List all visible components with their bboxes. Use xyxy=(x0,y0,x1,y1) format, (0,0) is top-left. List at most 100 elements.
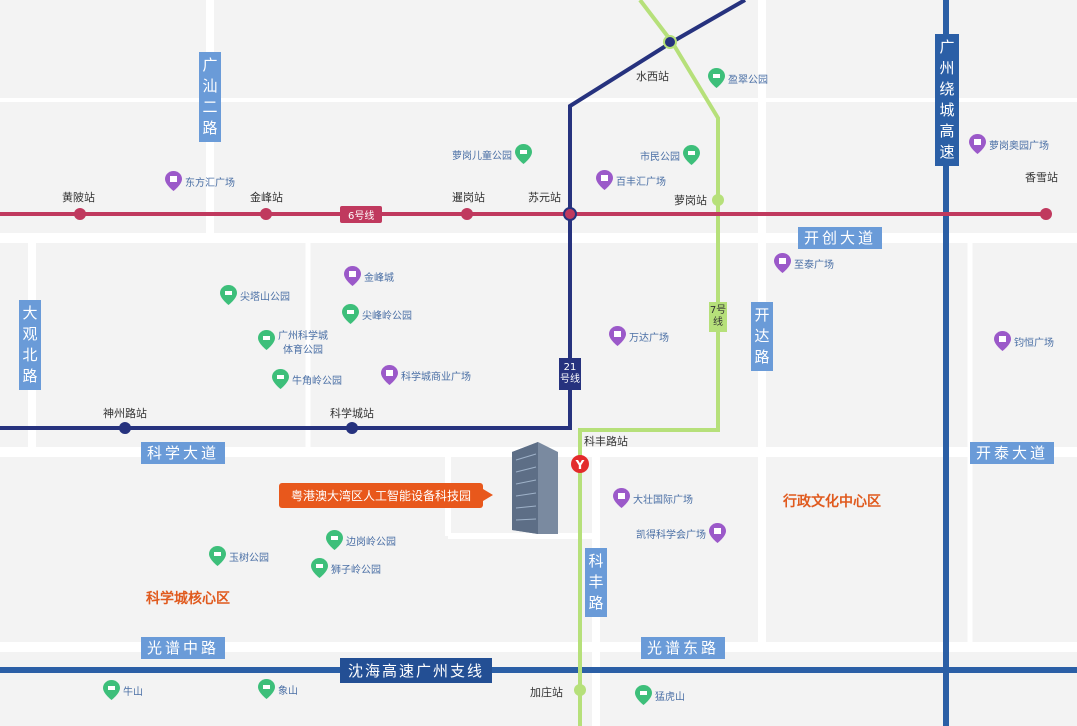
poi-yushu[interactable]: 玉树公园 xyxy=(209,546,269,566)
poi-luogang-ertong[interactable]: 萝岗儿童公园 xyxy=(452,144,532,164)
poi-junheng[interactable]: 钧恒广场 xyxy=(994,331,1054,351)
park-icon xyxy=(683,145,700,165)
poi-dongfanghui[interactable]: 东方汇广场 xyxy=(165,171,235,191)
shopping-bag-icon xyxy=(609,326,626,346)
park-icon xyxy=(326,530,343,550)
metro-tag-line21: 21号线 xyxy=(559,358,581,390)
poi-label: 至泰广场 xyxy=(794,259,834,271)
road-label-kexue: 科学大道 xyxy=(141,442,226,464)
station-dots: Y xyxy=(74,35,1052,696)
poi-label: 金峰城 xyxy=(364,272,394,284)
station-jiazhuang: 加庄站 xyxy=(530,686,563,699)
road-label-guangshan: 广汕二路 xyxy=(199,52,221,142)
park-icon xyxy=(220,285,237,305)
station-luogang: 萝岗站 xyxy=(674,194,707,207)
poi-kexuecheng-shangye[interactable]: 科学城商业广场 xyxy=(381,365,471,385)
building-illustration xyxy=(512,442,558,534)
poi-shimin[interactable]: 市民公园 xyxy=(640,145,700,165)
poi-label: 万达广场 xyxy=(629,332,669,344)
poi-jinfengcheng[interactable]: 金峰城 xyxy=(344,266,394,286)
park-icon xyxy=(258,679,275,699)
poi-kaide[interactable]: 凯得科学会广场 xyxy=(636,523,726,543)
poi-label: 象山 xyxy=(278,685,298,697)
poi-xiangshan[interactable]: 象山 xyxy=(258,679,298,699)
station-huangbei: 黄陂站 xyxy=(62,191,95,204)
park-icon xyxy=(635,685,652,705)
road-label-guangpu-zhong: 光谱中路 xyxy=(141,637,226,659)
shopping-bag-icon xyxy=(994,331,1011,351)
metro-tag-line6: 6号线 xyxy=(340,206,383,223)
park-icon xyxy=(515,144,532,164)
poi-zhitai[interactable]: 至泰广场 xyxy=(774,253,834,273)
poi-label: 尖峰岭公园 xyxy=(362,310,412,322)
road-label-kefeng: 科丰路 xyxy=(585,548,607,617)
shopping-bag-icon xyxy=(709,523,726,543)
zone-kexuecheng-core: 科学城核心区 xyxy=(146,591,230,607)
poi-label: 猛虎山 xyxy=(655,691,685,703)
poi-label: 萝岗奥园广场 xyxy=(989,140,1049,152)
poi-label: 玉树公园 xyxy=(229,552,269,564)
park-icon xyxy=(342,304,359,324)
poi-label: 钧恒广场 xyxy=(1014,337,1054,349)
park-icon xyxy=(103,680,120,700)
road-label-shenhai: 沈海高速广州支线 xyxy=(340,658,493,683)
poi-label: 凯得科学会广场 xyxy=(636,529,706,541)
park-icon xyxy=(272,369,289,389)
station-kexuecheng: 科学城站 xyxy=(330,407,374,420)
station-shuixi: 水西站 xyxy=(636,70,669,83)
shopping-bag-icon xyxy=(613,488,630,508)
poi-label: 科学城商业广场 xyxy=(401,371,471,383)
metro-line7 xyxy=(578,0,720,726)
road-label-guangpu-dong: 光谱东路 xyxy=(641,637,726,659)
svg-text:Y: Y xyxy=(575,458,585,472)
park-icon xyxy=(708,68,725,88)
road-label-kaichuang: 开创大道 xyxy=(798,227,883,249)
poi-label: 狮子岭公园 xyxy=(331,564,381,576)
poi-kexuecheng-tiyu[interactable]: 广州科学城 体育公园 xyxy=(258,330,328,358)
shopping-bag-icon xyxy=(381,365,398,385)
poi-luogang-aoyuan[interactable]: 萝岗奥园广场 xyxy=(969,134,1049,154)
poi-label: 边岗岭公园 xyxy=(346,536,396,548)
park-icon xyxy=(209,546,226,566)
poi-label: 广州科学城 xyxy=(278,331,328,342)
road-label-daguanbei: 大观北路 xyxy=(19,300,41,390)
poi-label: 东方汇广场 xyxy=(185,177,235,189)
poi-label: 牛角岭公园 xyxy=(292,375,342,387)
station-xiagang: 暹岗站 xyxy=(452,191,485,204)
station-shenzhoulu: 神州路站 xyxy=(103,407,147,420)
station-jinfeng: 金峰站 xyxy=(250,191,283,204)
poi-label: 市民公园 xyxy=(640,151,680,163)
poi-label: 体育公园 xyxy=(283,345,323,356)
station-suyuan: 苏元站 xyxy=(528,191,561,204)
poi-wanda[interactable]: 万达广场 xyxy=(609,326,669,346)
road-label-raocheng: 广州绕城高速 xyxy=(935,34,959,166)
poi-jiantashan[interactable]: 尖塔山公园 xyxy=(220,285,290,305)
poi-label: 盈翠公园 xyxy=(728,74,768,86)
zone-xingzheng: 行政文化中心区 xyxy=(783,494,881,510)
road-label-kaida: 开达路 xyxy=(751,302,773,371)
project-callout[interactable]: 粤港澳大湾区人工智能设备科技园 xyxy=(279,483,494,508)
metro-line21 xyxy=(568,0,746,430)
park-icon xyxy=(258,330,275,350)
poi-label: 牛山 xyxy=(123,686,143,698)
poi-niushan[interactable]: 牛山 xyxy=(103,680,143,700)
poi-baifenghui[interactable]: 百丰汇广场 xyxy=(596,170,666,190)
poi-shiziling[interactable]: 狮子岭公园 xyxy=(311,558,381,578)
shopping-bag-icon xyxy=(969,134,986,154)
poi-biangangling[interactable]: 边岗岭公园 xyxy=(326,530,396,550)
shopping-bag-icon xyxy=(344,266,361,286)
poi-label: 萝岗儿童公园 xyxy=(452,150,512,162)
poi-dazhuang[interactable]: 大壮国际广场 xyxy=(613,488,693,508)
poi-niujiaoling[interactable]: 牛角岭公园 xyxy=(272,369,342,389)
poi-jianfengling[interactable]: 尖峰岭公园 xyxy=(342,304,412,324)
shopping-bag-icon xyxy=(774,253,791,273)
poi-menghushan[interactable]: 猛虎山 xyxy=(635,685,685,705)
road-label-kaitai: 开泰大道 xyxy=(970,442,1055,464)
poi-yingcui[interactable]: 盈翠公园 xyxy=(708,68,768,88)
station-xiangxue: 香雪站 xyxy=(1025,171,1058,184)
station-kefenglu: 科丰路站 xyxy=(584,435,628,448)
poi-label: 大壮国际广场 xyxy=(633,494,693,506)
